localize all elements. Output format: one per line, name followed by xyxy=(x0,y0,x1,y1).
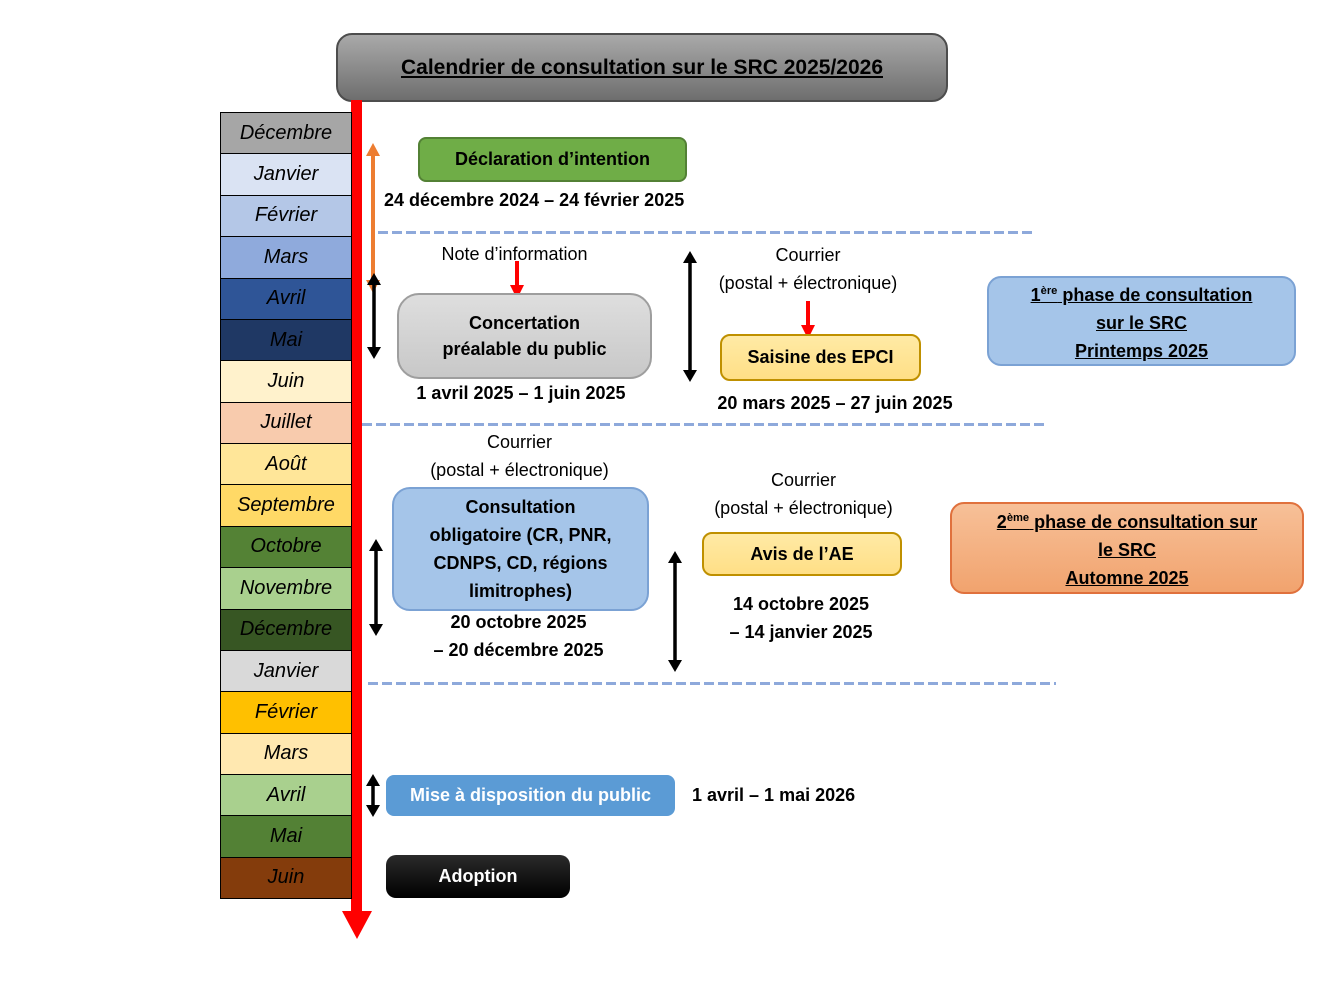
phase1-line3: Printemps 2025 xyxy=(1074,341,1209,361)
month-cell: Janvier xyxy=(221,154,351,196)
consultation-dates: 20 octobre 2025 – 20 décembre 2025 xyxy=(392,608,645,664)
phase1-line2: sur le SRC xyxy=(1095,313,1188,333)
month-cell: Juin xyxy=(221,857,351,899)
page-title-text: Calendrier de consultation sur le SRC 20… xyxy=(400,55,883,79)
note-information-label: Note d’information xyxy=(441,244,588,264)
mise-a-disposition-dates: 1 avril – 1 mai 2026 xyxy=(692,785,856,805)
avis-dates-line2: – 14 janvier 2025 xyxy=(729,622,873,642)
consultation-label-line3: CDNPS, CD, régions xyxy=(433,553,608,573)
month-cell: Décembre xyxy=(221,113,351,155)
black-range-arrow-consultation-icon xyxy=(369,539,383,636)
consultation-label-line4: limitrophes) xyxy=(468,581,572,601)
consultation-courrier-line2: (postal + électronique) xyxy=(430,460,609,480)
month-cell: Mai xyxy=(221,319,351,362)
avis-courrier-label: Courrier (postal + électronique) xyxy=(686,466,921,522)
phase1-line1: 1ère phase de consultation xyxy=(1030,285,1253,305)
adoption-box: Adoption xyxy=(386,855,570,898)
dashed-separator-2 xyxy=(362,423,1048,426)
month-cell: Avril xyxy=(221,278,351,320)
month-cell: Septembre xyxy=(221,485,351,527)
page-title: Calendrier de consultation sur le SRC 20… xyxy=(336,33,948,102)
saisine-epci-box: Saisine des EPCI xyxy=(720,334,921,381)
month-cell: Août xyxy=(221,444,351,486)
red-down-arrow-icon xyxy=(801,301,815,339)
adoption-label: Adoption xyxy=(438,866,518,886)
black-range-arrow-concertation-icon xyxy=(367,273,381,359)
black-range-arrow-avis-icon xyxy=(668,551,682,672)
consultation-dates-line2: – 20 décembre 2025 xyxy=(433,640,604,660)
month-cell: Mars xyxy=(221,237,351,279)
month-cell: Mars xyxy=(221,733,351,775)
month-cell: Octobre xyxy=(221,526,351,569)
epci-courrier-label: Courrier (postal + électronique) xyxy=(688,241,928,297)
declaration-dates: 24 décembre 2024 – 24 février 2025 xyxy=(384,190,685,210)
phase2-line2: le SRC xyxy=(1097,540,1157,560)
month-cell: Février xyxy=(221,195,351,238)
consultation-obligatoire-box: Consultation obligatoire (CR, PNR, CDNPS… xyxy=(392,487,649,611)
epci-dates: 20 mars 2025 – 27 juin 2025 xyxy=(717,393,953,413)
concertation-label-line2: préalable du public xyxy=(442,339,607,359)
avis-dates-line1: 14 octobre 2025 xyxy=(732,594,870,614)
month-cell: Juin xyxy=(221,361,351,403)
declaration-intention-box: Déclaration d’intention xyxy=(418,137,687,182)
month-cell: Novembre xyxy=(221,568,351,610)
epci-courrier-line1: Courrier xyxy=(775,245,841,265)
consultation-dates-line1: 20 octobre 2025 xyxy=(450,612,587,632)
consultation-label-line1: Consultation xyxy=(465,497,576,517)
month-cell: Avril xyxy=(221,775,351,817)
concertation-box: Concertation préalable du public xyxy=(397,293,652,379)
month-cell: Février xyxy=(221,692,351,734)
timeline-arrowhead-icon xyxy=(342,911,372,939)
phase2-box: 2ème phase de consultation sur le SRC Au… xyxy=(950,502,1304,594)
dashed-separator-1 xyxy=(378,231,1033,234)
avis-courrier-line1: Courrier xyxy=(770,470,836,490)
mise-a-disposition-box: Mise à disposition du public xyxy=(386,775,675,816)
phase2-line3: Automne 2025 xyxy=(1065,568,1189,588)
avis-dates: 14 octobre 2025 – 14 janvier 2025 xyxy=(686,590,916,646)
black-range-arrow-epci-icon xyxy=(683,251,697,382)
month-cell: Décembre xyxy=(221,609,351,651)
month-cell: Mai xyxy=(221,816,351,858)
avis-courrier-line2: (postal + électronique) xyxy=(714,498,893,518)
saisine-epci-label: Saisine des EPCI xyxy=(747,347,894,367)
consultation-label-line2: obligatoire (CR, PNR, xyxy=(429,525,612,545)
concertation-label-line1: Concertation xyxy=(468,313,580,333)
black-range-arrow-mise-icon xyxy=(366,774,380,817)
avis-ae-box: Avis de l’AE xyxy=(702,532,902,576)
declaration-intention-label: Déclaration d’intention xyxy=(454,149,650,169)
month-cell: Janvier xyxy=(221,650,351,693)
epci-courrier-line2: (postal + électronique) xyxy=(718,273,898,293)
mise-a-disposition-label: Mise à disposition du public xyxy=(409,785,651,805)
month-cell: Juillet xyxy=(221,402,351,444)
consultation-courrier-label: Courrier (postal + électronique) xyxy=(397,428,642,484)
dashed-separator-3 xyxy=(368,682,1056,685)
avis-ae-label: Avis de l’AE xyxy=(750,543,854,564)
timeline-arrow xyxy=(351,100,362,912)
concertation-dates: 1 avril 2025 – 1 juin 2025 xyxy=(416,383,626,403)
phase2-line1: 2ème phase de consultation sur xyxy=(996,512,1258,532)
consultation-courrier-line1: Courrier xyxy=(486,432,552,452)
phase1-box: 1ère phase de consultation sur le SRC Pr… xyxy=(987,276,1296,366)
red-down-arrow-icon xyxy=(510,261,524,299)
